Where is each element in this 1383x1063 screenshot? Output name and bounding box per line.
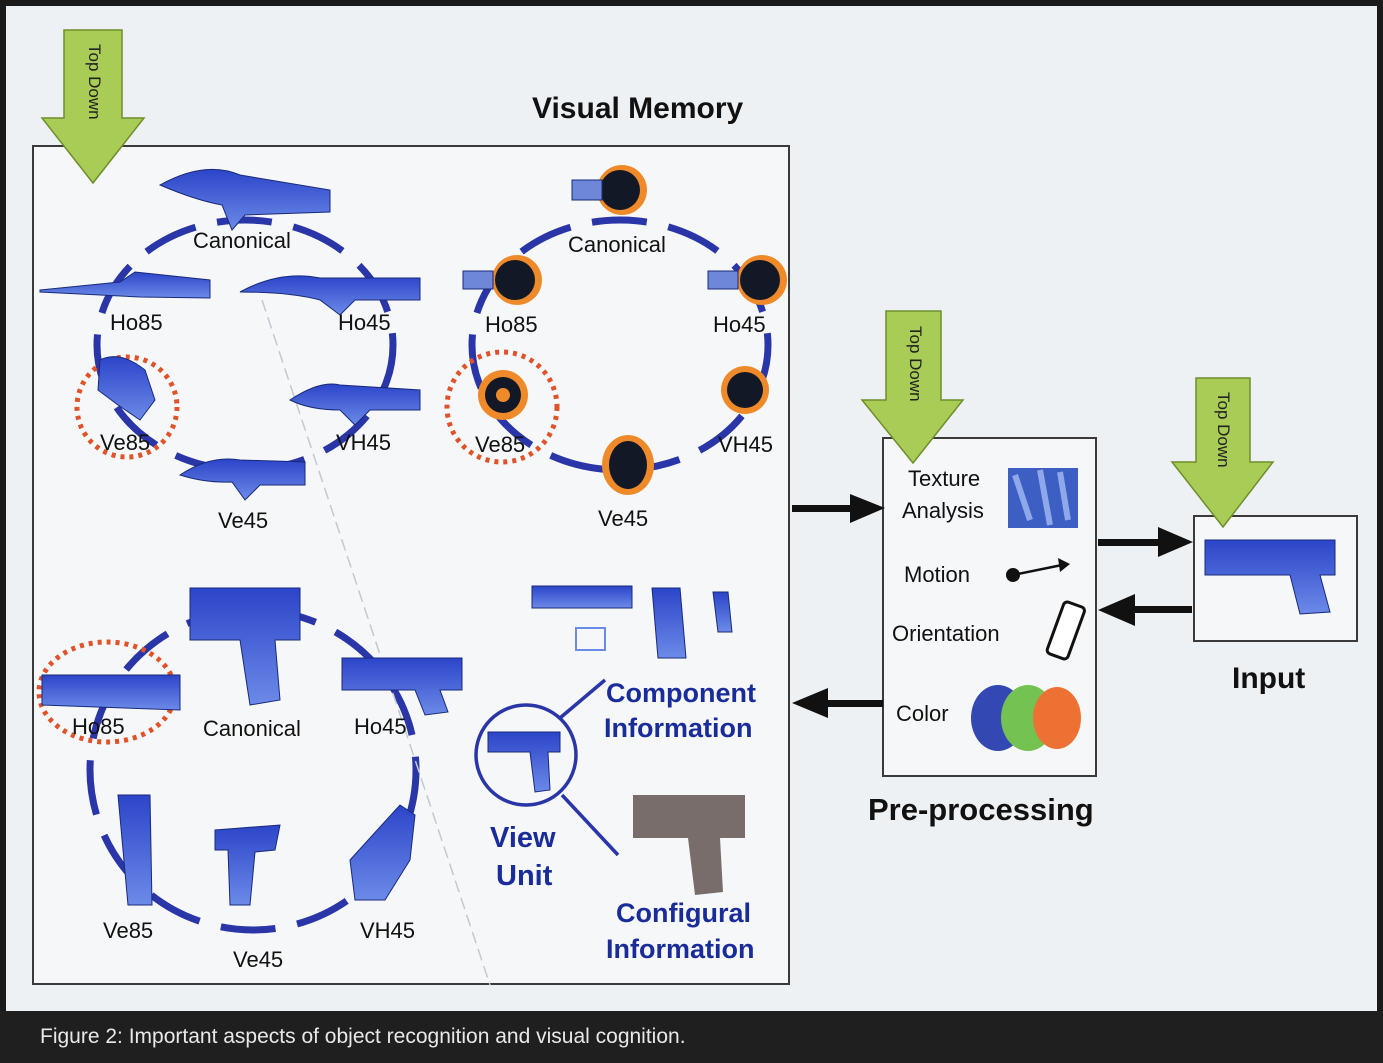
top-down-label-preprocessing: Top Down	[906, 326, 925, 402]
component-information-label-1: Component	[606, 678, 756, 708]
knife-vh45-label: VH45	[336, 430, 392, 455]
view-unit-gun	[487, 731, 561, 793]
arrow-input-to-preprocessing	[1098, 594, 1192, 626]
knife-canonical-label: Canonical	[193, 228, 291, 253]
knife-view-ring	[93, 216, 397, 474]
preprocessing-title: Pre-processing	[868, 792, 1094, 827]
configural-information-label-1: Configural	[616, 898, 751, 928]
texture-label-1: Texture	[908, 466, 981, 491]
color-label: Color	[896, 701, 949, 726]
arrow-memory-to-preprocessing	[792, 494, 885, 523]
knife-ho45-label: Ho45	[338, 310, 391, 335]
visual-memory-title: Visual Memory	[532, 92, 744, 125]
input-gun-image	[1204, 539, 1336, 615]
input-panel	[1193, 515, 1358, 642]
input-title: Input	[1232, 662, 1306, 695]
grenade-ve45-label: Ve45	[598, 506, 649, 531]
motion-icon	[1006, 558, 1070, 582]
top-down-arrow-input	[1170, 377, 1275, 529]
orientation-label: Orientation	[892, 621, 1000, 646]
grenade-ve85-label: Ve85	[475, 432, 526, 457]
arrow-preprocessing-to-memory	[792, 688, 883, 718]
knife-ve45-label: Ve45	[218, 508, 269, 533]
knife-ve85-label: Ve85	[100, 430, 151, 455]
grenade-ho85-label: Ho85	[485, 312, 538, 337]
view-unit-circle	[474, 678, 620, 857]
arrow-preprocessing-to-input	[1098, 527, 1193, 557]
figure-caption: Figure 2: Important aspects of object re…	[0, 1011, 1383, 1063]
top-down-arrow-memory	[40, 29, 146, 185]
gun-ve85-label: Ve85	[103, 918, 154, 943]
grenade-vh45-label: VH45	[718, 432, 774, 457]
texture-label-2: Analysis	[902, 498, 984, 523]
view-unit-label-1: View	[490, 822, 556, 854]
motion-label: Motion	[904, 562, 971, 587]
component-information-label-2: Information	[604, 713, 753, 743]
color-circles	[971, 685, 1081, 751]
configural-information-label-2: Information	[606, 934, 755, 964]
gun-ho85-label: Ho85	[72, 714, 125, 739]
gun-ve45-label: Ve45	[233, 947, 284, 972]
top-down-label-memory: Top Down	[85, 44, 104, 120]
gun-images	[41, 585, 733, 906]
grenade-ho45-label: Ho45	[713, 312, 766, 337]
top-down-label-input: Top Down	[1214, 392, 1233, 468]
grenade-view-ring	[468, 216, 772, 474]
texture-swatch	[1008, 468, 1078, 528]
gun-ho45-label: Ho45	[354, 714, 407, 739]
configural-gun-image	[633, 795, 745, 895]
grenade-images	[462, 165, 787, 495]
orientation-icon	[1045, 600, 1086, 661]
gun-vh45-label: VH45	[360, 918, 416, 943]
knife-ho85-label: Ho85	[110, 310, 163, 335]
top-down-arrow-preprocessing	[860, 310, 965, 465]
view-unit-label-2: Unit	[496, 860, 553, 892]
knife-images	[39, 168, 421, 501]
gun-canonical-label: Canonical	[203, 716, 301, 741]
gun-view-ring	[86, 606, 420, 934]
grenade-canonical-label: Canonical	[568, 232, 666, 257]
